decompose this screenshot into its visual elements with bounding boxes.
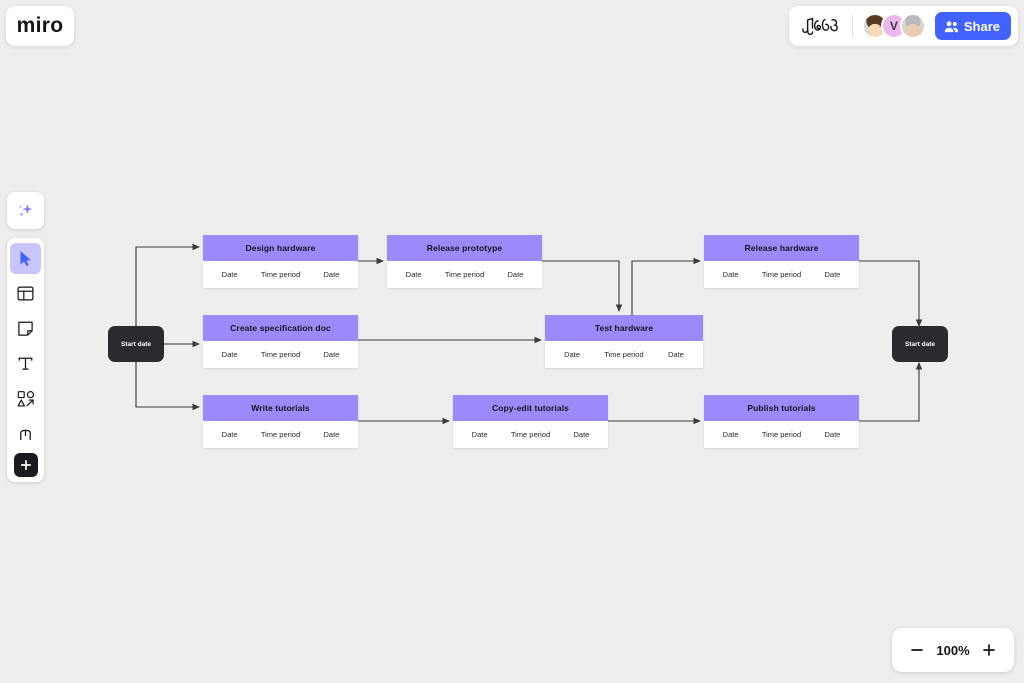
card-field-2[interactable]: Date <box>824 430 841 439</box>
card-body-design-hardware: Date Time period Date <box>203 261 358 288</box>
sparkle-icon <box>18 204 33 217</box>
card-title-test-hardware: Test hardware <box>545 315 703 341</box>
end-node[interactable]: Start date <box>892 326 948 362</box>
end-node-label: Start date <box>905 340 935 348</box>
start-node[interactable]: Start date <box>108 326 164 362</box>
left-toolbar <box>7 238 44 482</box>
cursor-icon <box>20 251 31 266</box>
card-title-write-tutorials: Write tutorials <box>203 395 358 421</box>
card-field-1[interactable]: Time period <box>761 430 802 439</box>
card-field-2[interactable]: Date <box>824 270 841 279</box>
card-body-release-prototype: Date Time period Date <box>387 261 542 288</box>
zoom-control: 100% <box>892 628 1014 672</box>
zoom-in-button[interactable] <box>976 637 1002 663</box>
card-body-create-specification: Date Time period Date <box>203 341 358 368</box>
pen-tool[interactable] <box>10 418 41 449</box>
card-body-write-tutorials: Date Time period Date <box>203 421 358 448</box>
shapes-icon <box>17 390 34 407</box>
zoom-out-button[interactable] <box>904 637 930 663</box>
templates-tool[interactable] <box>10 278 41 309</box>
collaborator-avatar-3[interactable] <box>899 13 926 39</box>
sticky-note-icon <box>18 321 33 336</box>
card-title-publish-tutorials: Publish tutorials <box>704 395 859 421</box>
card-body-copy-edit-tutorials: Date Time period Date <box>453 421 608 448</box>
card-field-1[interactable]: Time period <box>260 350 301 359</box>
card-field-0[interactable]: Date <box>564 350 580 359</box>
ai-sparkle-tool[interactable] <box>7 192 44 229</box>
more-apps-tool[interactable] <box>13 453 38 477</box>
card-field-0[interactable]: Date <box>221 430 238 439</box>
card-field-1[interactable]: Time period <box>510 430 551 439</box>
logo-text: miro <box>16 14 64 37</box>
plus-icon <box>20 459 31 471</box>
card-title-create-specification: Create specification doc <box>203 315 358 341</box>
card-field-1[interactable]: Time period <box>604 350 644 359</box>
card-field-1[interactable]: Time period <box>761 270 802 279</box>
card-field-1[interactable]: Time period <box>260 430 301 439</box>
card-title-copy-edit-tutorials: Copy-edit tutorials <box>453 395 608 421</box>
plus-icon <box>983 644 995 656</box>
card-title-release-prototype: Release prototype <box>387 235 542 261</box>
collaborator-avatars: V <box>861 13 926 39</box>
card-title-design-hardware: Design hardware <box>203 235 358 261</box>
share-button[interactable]: Share <box>934 12 1011 40</box>
card-field-0[interactable]: Date <box>722 270 739 279</box>
card-field-0[interactable]: Date <box>722 430 739 439</box>
card-field-0[interactable]: Date <box>405 270 422 279</box>
card-body-publish-tutorials: Date Time period Date <box>704 421 859 448</box>
card-field-2[interactable]: Date <box>323 350 340 359</box>
top-right-toolbar: V Share <box>788 6 1018 46</box>
pen-icon <box>20 429 31 441</box>
zoom-level-label: 100% <box>936 642 970 658</box>
start-node-label: Start date <box>121 340 151 348</box>
sticky-note-tool[interactable] <box>10 313 41 344</box>
card-field-0[interactable]: Date <box>221 270 238 279</box>
text-T-icon <box>18 357 33 370</box>
card-field-0[interactable]: Date <box>471 430 488 439</box>
toolbar-divider <box>851 14 853 38</box>
card-field-2[interactable]: Date <box>667 350 684 359</box>
select-tool[interactable] <box>10 243 41 274</box>
share-label: Share <box>963 18 1000 34</box>
shapes-tool[interactable] <box>10 383 41 414</box>
card-field-2[interactable]: Date <box>573 430 590 439</box>
miro-logo[interactable]: miro <box>6 6 74 46</box>
template-icon <box>17 286 34 301</box>
card-title-release-hardware: Release hardware <box>704 235 859 261</box>
music-doodle-icon[interactable] <box>799 15 843 37</box>
people-icon <box>944 20 959 32</box>
card-field-2[interactable]: Date <box>323 270 340 279</box>
card-field-0[interactable]: Date <box>221 350 238 359</box>
minus-icon <box>911 649 923 651</box>
text-tool[interactable] <box>10 348 41 379</box>
card-field-1[interactable]: Time period <box>444 270 485 279</box>
card-field-2[interactable]: Date <box>507 270 524 279</box>
card-field-1[interactable]: Time period <box>260 270 301 279</box>
card-body-test-hardware: Date Time period Date <box>545 341 703 368</box>
card-field-2[interactable]: Date <box>323 430 340 439</box>
card-body-release-hardware: Date Time period Date <box>704 261 859 288</box>
